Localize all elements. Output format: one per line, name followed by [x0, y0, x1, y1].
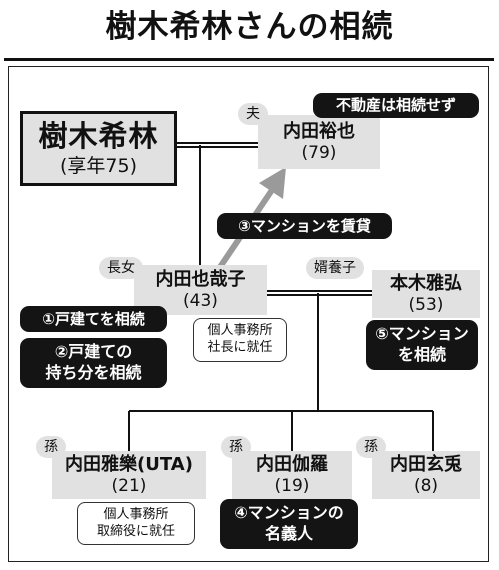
person-name: 内田也哉子	[155, 269, 246, 290]
person-name: 本木雅弘	[390, 273, 462, 294]
label-no-inherit: 不動産は相続せず	[313, 93, 479, 118]
note-line-2: 取締役に就任	[96, 524, 175, 539]
person-grandchild-kyara: 内田伽羅 (19)	[232, 451, 352, 499]
person-age: (享年75)	[59, 155, 137, 177]
label-nominee: ④マンションの 名義人	[220, 499, 358, 549]
label-share-line-2: 持ち分を相続	[45, 363, 142, 382]
person-son-in-law: 本木雅弘 (53)	[372, 270, 480, 318]
person-name: 内田玄兎	[390, 454, 462, 475]
person-age: (19)	[274, 476, 310, 496]
label-condo-line-2: を相続	[397, 345, 446, 364]
person-kiki-kirin: 樹木希林 (享年75)	[20, 111, 177, 186]
label-nominee-line-1: ④マンションの	[234, 503, 344, 522]
title-divider	[4, 58, 494, 61]
person-husband: 内田裕也 (79)	[258, 115, 380, 169]
person-grandchild-uta: 内田雅樂(UTA) (21)	[52, 451, 206, 499]
label-lease: ③マンションを賃貸	[217, 213, 392, 239]
label-condo: ⑤マンション を相続	[366, 320, 478, 370]
note-line-2: 社長に就任	[207, 340, 273, 355]
relation-badge-daughter: 長女	[99, 257, 143, 279]
relation-badge-grandchild-1: 孫	[36, 436, 66, 458]
person-name: 内田裕也	[283, 121, 355, 142]
label-share-line-1: ②戸建ての	[54, 342, 133, 361]
note-line-1: 個人事務所	[207, 323, 273, 338]
note-grandchild: 個人事務所 取締役に就任	[77, 502, 195, 545]
person-name: 樹木希林	[38, 119, 159, 153]
person-age: (79)	[301, 143, 337, 163]
note-line-1: 個人事務所	[103, 507, 169, 522]
relation-badge-grandchild-2: 孫	[221, 436, 251, 458]
page-title: 樹木希林さんの相続	[105, 9, 394, 45]
label-condo-line-1: ⑤マンション	[375, 324, 469, 343]
person-grandchild-genta: 内田玄兎 (8)	[372, 451, 480, 499]
person-age: (8)	[413, 476, 439, 496]
person-name: 内田雅樂(UTA)	[65, 454, 193, 475]
lease-arrow-head	[259, 167, 286, 199]
note-daughter: 個人事務所 社長に就任	[193, 318, 287, 362]
relation-badge-son-in-law: 婿養子	[306, 257, 364, 279]
person-name: 内田伽羅	[256, 454, 328, 475]
label-house: ①戸建てを相続	[20, 306, 167, 332]
person-age: (21)	[111, 476, 147, 496]
diagram-frame	[8, 66, 489, 562]
person-age: (43)	[183, 291, 218, 311]
label-share: ②戸建ての 持ち分を相続	[20, 338, 167, 388]
relation-badge-husband: 夫	[238, 103, 268, 125]
label-nominee-line-2: 名義人	[264, 524, 313, 543]
relation-badge-grandchild-3: 孫	[356, 436, 386, 458]
person-age: (53)	[408, 295, 444, 315]
